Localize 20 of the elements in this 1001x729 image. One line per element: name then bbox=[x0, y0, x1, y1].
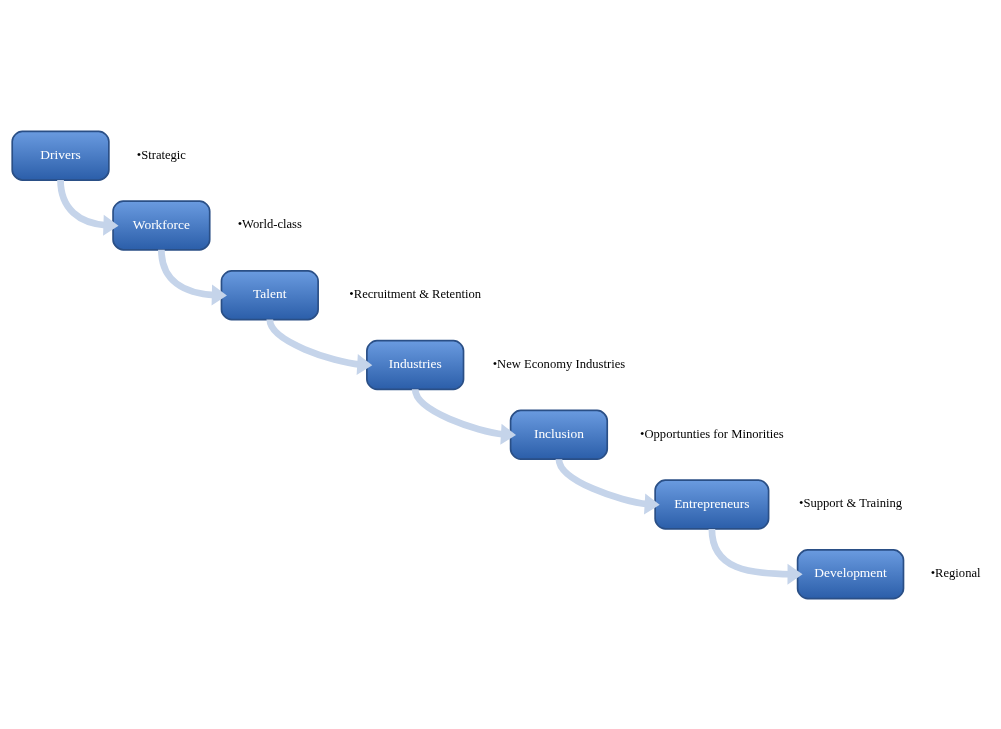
node-box: Industries bbox=[366, 339, 465, 390]
node-label: •New Economy Industries bbox=[492, 356, 626, 371]
arrow bbox=[57, 179, 119, 236]
arrow bbox=[555, 457, 660, 514]
arrow bbox=[266, 318, 373, 375]
node-box: Workforce bbox=[112, 199, 211, 251]
node-box: Development bbox=[796, 548, 905, 599]
node-box: Talent bbox=[220, 269, 319, 320]
arrow bbox=[708, 528, 803, 585]
node-box: Inclusion bbox=[509, 409, 609, 460]
node-label: •Regional bbox=[930, 565, 981, 580]
node-box: Entrepreneurs bbox=[654, 478, 770, 530]
node-label: •World-class bbox=[237, 216, 302, 231]
arrow bbox=[411, 388, 516, 445]
node-label: •Support & Training bbox=[798, 495, 903, 510]
node-box: Drivers bbox=[11, 130, 110, 181]
node-label: •Strategic bbox=[136, 147, 186, 162]
node-label: •Recruitment & Retention bbox=[349, 286, 482, 301]
node-label: •Opportunties for Minorities bbox=[640, 426, 784, 441]
arrow bbox=[158, 249, 227, 306]
